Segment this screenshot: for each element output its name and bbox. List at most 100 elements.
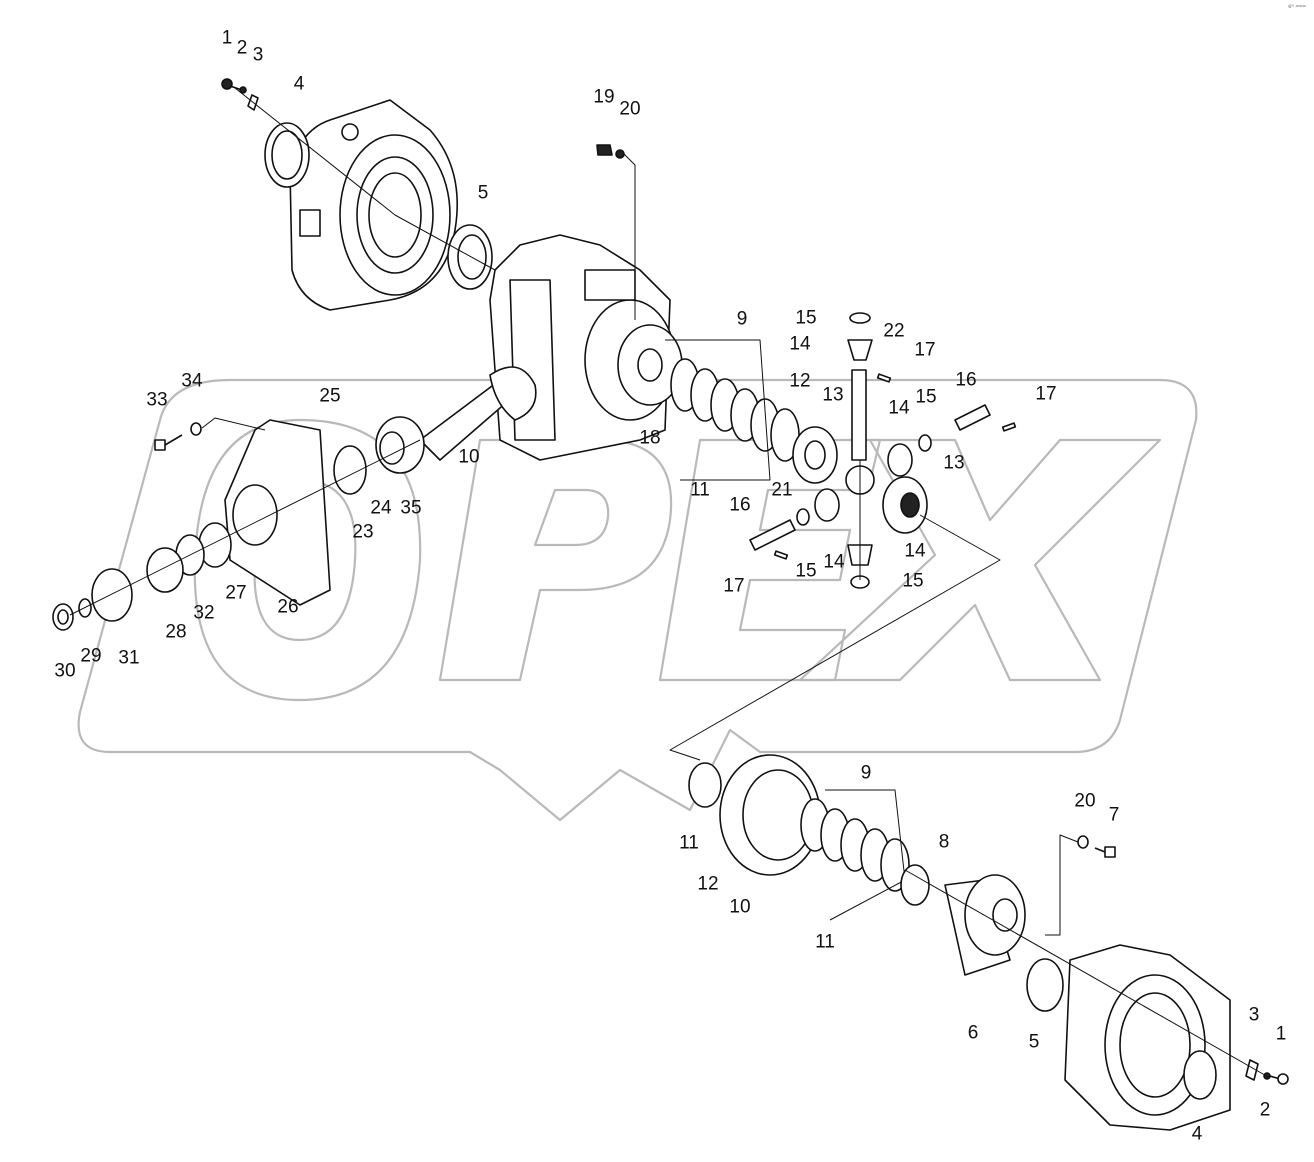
callout-label: 12	[697, 873, 719, 895]
callout-label: 3	[252, 44, 264, 66]
callout-label: 10	[458, 446, 480, 468]
shim-8	[900, 864, 930, 906]
cross-shaft-22	[851, 369, 867, 461]
pin-16-right	[954, 404, 991, 431]
clutch-pack-top	[665, 339, 800, 481]
bracket-26	[224, 419, 331, 606]
callout-label: 2	[1259, 1099, 1271, 1121]
pinion-gear-14-top	[847, 339, 873, 361]
diff-case-6	[944, 874, 1026, 976]
callout-label: 14	[823, 551, 845, 573]
seal-23	[333, 445, 367, 495]
callout-label: 29	[80, 645, 102, 667]
clutch-disc-11-bottom-left	[688, 762, 722, 808]
callout-label: 20	[619, 98, 641, 120]
callout-label: 17	[1035, 383, 1057, 405]
callout-label: 9	[860, 762, 872, 784]
callout-label: 13	[943, 452, 965, 474]
callout-label: 19	[593, 86, 615, 108]
bolt-7	[1094, 846, 1116, 858]
watermark-letter-p	[438, 438, 673, 682]
flange-31	[91, 568, 133, 622]
bolt-1-top	[221, 78, 243, 91]
bearing-5-top	[447, 224, 493, 290]
pin-17-top	[876, 373, 892, 383]
callout-label: 12	[789, 370, 811, 392]
side-gear-13-right	[882, 476, 928, 534]
callout-label: 11	[690, 479, 710, 501]
callout-label: 26	[277, 596, 299, 618]
callout-label: 24	[370, 497, 392, 519]
callout-label: 33	[146, 389, 168, 411]
callout-label: 14	[904, 540, 926, 562]
pin-16-left	[749, 519, 796, 551]
callout-label: 31	[118, 647, 140, 669]
callout-label: 23	[352, 521, 374, 543]
callout-label: 34	[181, 370, 203, 392]
callout-label: 18	[639, 427, 661, 449]
side-gear-13	[792, 426, 838, 484]
callout-label: 20	[1074, 790, 1096, 812]
callout-label: 15	[795, 307, 817, 329]
callout-label: 1	[221, 27, 233, 49]
callout-label: 35	[400, 497, 422, 519]
watermark-letter-x	[798, 438, 1162, 682]
washer-15-left	[796, 508, 810, 526]
callout-label: 8	[938, 831, 950, 853]
callout-label: 17	[723, 575, 745, 597]
callout-label: 16	[955, 369, 977, 391]
bolt-19	[596, 144, 636, 320]
washer-2-top	[239, 86, 247, 94]
callout-label: 13	[822, 384, 844, 406]
pinion-gear-14-left	[814, 488, 840, 522]
pin-17-right	[1001, 422, 1017, 432]
axle-housing-top	[289, 99, 458, 311]
lock-tab-3-bottom	[1245, 1059, 1259, 1081]
seal-28	[146, 547, 184, 593]
callout-label: 28	[165, 621, 187, 643]
washer-34	[190, 422, 202, 436]
callout-label: 22	[883, 320, 905, 342]
callout-label: 16	[729, 494, 751, 516]
callout-label: 30	[54, 660, 76, 682]
pin-17-left	[773, 550, 789, 560]
callout-label: 1	[1275, 1023, 1287, 1045]
callout-label: 2	[236, 37, 248, 59]
callout-label: 11	[815, 931, 835, 953]
callout-label: 5	[477, 182, 489, 204]
bolt-33	[154, 434, 183, 451]
callout-label: 11	[679, 832, 699, 854]
bearing-35	[375, 416, 425, 474]
washer-20-bottom	[1077, 835, 1089, 849]
callout-label: 21	[771, 479, 793, 501]
corner-mark: eⁿ ===	[1288, 4, 1306, 10]
callout-label: 9	[736, 308, 748, 330]
center-housing	[489, 234, 676, 461]
callout-label: 27	[225, 582, 247, 604]
callout-label: 7	[1108, 804, 1120, 826]
bearing-5-bottom	[1026, 958, 1064, 1012]
bolt-1-bottom	[1269, 1073, 1289, 1085]
callout-label: 15	[795, 560, 817, 582]
callout-label: 3	[1248, 1004, 1260, 1026]
callout-label: 5	[1028, 1031, 1040, 1053]
seal-ring-top	[264, 122, 310, 188]
watermark-outline	[77, 378, 1198, 822]
callout-label: 32	[193, 602, 215, 624]
callout-label: 15	[915, 386, 937, 408]
pinion-gear-14-right	[887, 443, 913, 477]
callout-label: 10	[729, 896, 751, 918]
clutch-pack-bottom	[800, 789, 910, 921]
axle-housing-bottom	[1064, 944, 1231, 1131]
callout-label: 14	[789, 333, 811, 355]
callout-label: 6	[967, 1022, 979, 1044]
callout-label: 4	[293, 73, 305, 95]
callout-label: 4	[1191, 1123, 1203, 1145]
pinion-shaft-10	[419, 366, 537, 461]
washer-15-right	[918, 434, 932, 452]
seal-ring-bottom	[1183, 1050, 1217, 1100]
callout-label: 15	[902, 570, 924, 592]
callout-label: 17	[914, 339, 936, 361]
